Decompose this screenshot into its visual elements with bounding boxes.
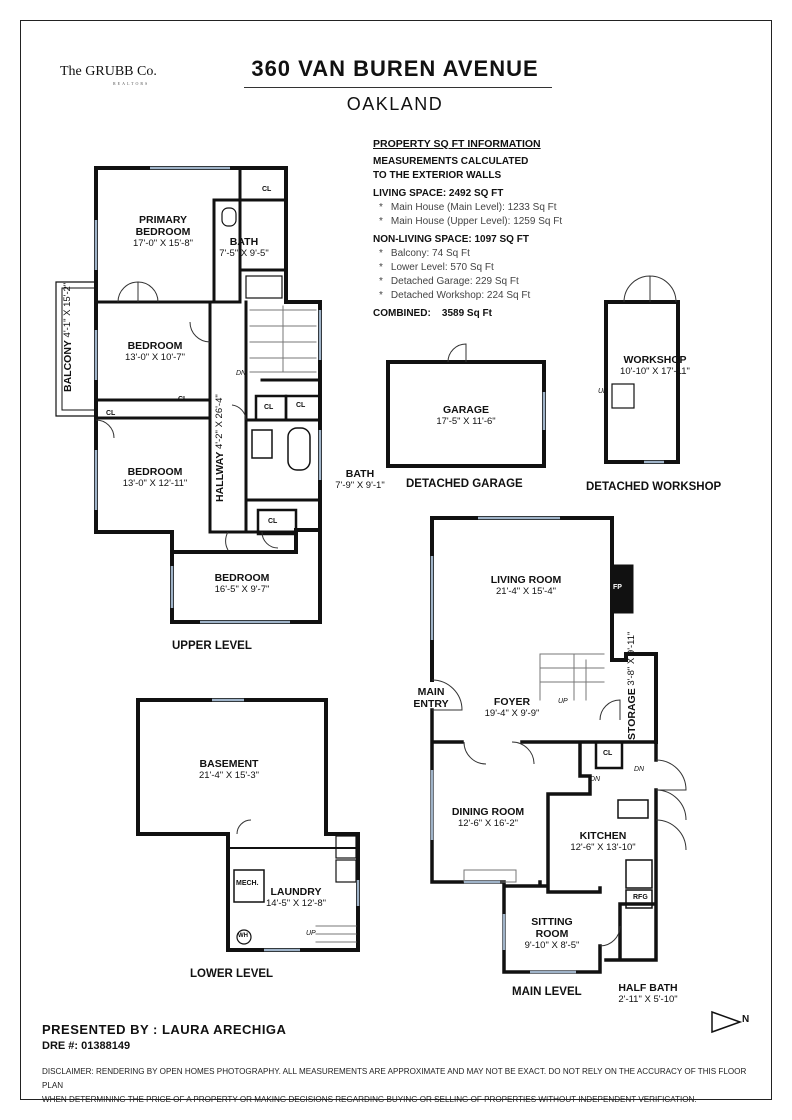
living-item: *Main House (Main Level): 1233 Sq Ft [379, 202, 557, 213]
closet-label: CL [296, 402, 306, 409]
calc-note-line1: MEASUREMENTS CALCULATED [373, 156, 529, 167]
upper-level-label: UPPER LEVEL [172, 640, 252, 652]
property-address-title: 360 VAN BUREN AVENUE [251, 56, 539, 81]
workshop-wall [604, 300, 680, 464]
room-primary-bedroom: PRIMARY BEDROOM 17'-0" X 15'-8" [132, 214, 193, 249]
nonliving-item: *Balcony: 74 Sq Ft [379, 248, 470, 259]
closet-label: CL [262, 186, 272, 193]
main-fp [610, 564, 634, 614]
room-bedroom-2: BEDROOM 13'-0" X 12'-11" [122, 466, 188, 489]
room-sitting-room: SITTING ROOM 9'-10" X 8'-5" [524, 916, 580, 951]
nonliving-item: *Detached Workshop: 224 Sq Ft [379, 290, 531, 301]
nonliving-item: *Lower Level: 570 Sq Ft [379, 262, 494, 273]
detached-garage-label: DETACHED GARAGE [406, 478, 523, 490]
room-bath-upper-1: BATH 7'-5" X 9'-5" [219, 236, 269, 259]
stair-down-label: DN [590, 776, 601, 783]
page-frame [20, 20, 772, 1100]
sqft-info-panel: PROPERTY SQ FT INFORMATION MEASUREMENTS … [373, 137, 563, 321]
closet-label: CL [106, 410, 116, 417]
room-hallway: HALLWAY 4'-2" X 26'-4" [214, 394, 226, 502]
room-kitchen: KITCHEN 12'-6" X 13'-10" [570, 830, 636, 853]
room-bedroom-3: BEDROOM 16'-5" X 9'-7" [214, 572, 270, 595]
stair-down-label: DN [236, 370, 247, 377]
workshop-stair-up-label: UP [598, 388, 608, 395]
company-logo: The GRUBB Co. REALTORS [60, 64, 157, 86]
living-space-total: LIVING SPACE: 2492 SQ FT [373, 188, 504, 199]
north-label: N [742, 1014, 750, 1025]
fireplace-label: FP [613, 584, 622, 591]
stair-down-label: DN [634, 766, 645, 773]
dre-number: DRE #: 01388149 [42, 1040, 131, 1052]
nonliving-item: *Detached Garage: 229 Sq Ft [379, 276, 519, 287]
mechanical-label: MECH. [236, 880, 259, 887]
room-storage: STORAGE 3'-8" X 9'-11" [626, 631, 638, 740]
stair-up-label: UP [306, 930, 316, 937]
main-level-label: MAIN LEVEL [512, 986, 582, 998]
non-living-space-total: NON-LIVING SPACE: 1097 SQ FT [373, 234, 529, 245]
room-laundry: LAUNDRY 14'-5" X 12'-8" [265, 886, 326, 909]
title-divider [244, 87, 552, 88]
closet-label: CL [268, 518, 278, 525]
property-city: OAKLAND [346, 94, 444, 114]
presented-by: PRESENTED BY : LAURA ARECHIGA [42, 1022, 287, 1037]
north-arrow-icon [711, 1010, 743, 1034]
room-balcony: BALCONY 4'-1" X 15'-2" [62, 282, 74, 392]
room-dining-room: DINING ROOM 12'-6" X 16'-2" [451, 806, 525, 829]
room-workshop: WORKSHOP 10'-10" X 17'-11" [620, 354, 690, 377]
logo-text: The GRUBB Co. [60, 64, 157, 79]
calc-note-line2: TO THE EXTERIOR WALLS [373, 170, 502, 181]
balcony-outline [55, 281, 97, 417]
room-half-bath: HALF BATH 2'-11" X 5'-10" [618, 982, 678, 1005]
refrigerator-label: RFG [633, 894, 648, 901]
lower-outer-wall [136, 698, 360, 952]
stair-up-label: UP [558, 698, 568, 705]
room-living-room: LIVING ROOM 21'-4" X 15'-4" [490, 574, 562, 597]
closet-label: CL [603, 750, 613, 757]
room-basement: BASEMENT 21'-4" X 15'-3" [198, 758, 259, 781]
closet-label: CL [264, 404, 274, 411]
detached-workshop-label: DETACHED WORKSHOP [586, 481, 722, 493]
closet-label: CL [178, 396, 188, 403]
combined-total: COMBINED: 3589 Sq Ft [373, 308, 492, 319]
sqft-heading: PROPERTY SQ FT INFORMATION [373, 138, 541, 150]
room-garage: GARAGE 17'-5" X 11'-6" [436, 404, 496, 427]
room-bath-upper-2: BATH 7'-9" X 9'-1" [335, 468, 385, 491]
room-foyer: FOYER 19'-4" X 9'-9" [484, 696, 540, 719]
lower-level-label: LOWER LEVEL [190, 968, 274, 980]
logo-subtext: REALTORS [113, 81, 150, 86]
main-entry-label: MAIN ENTRY [413, 686, 449, 710]
room-bedroom-1: BEDROOM 13'-0" X 10'-7" [124, 340, 185, 363]
water-heater-label: WH [238, 933, 248, 939]
living-item: *Main House (Upper Level): 1259 Sq Ft [379, 216, 563, 227]
disclaimer: DISCLAIMER: RENDERING BY OPEN HOMES PHOT… [42, 1067, 747, 1104]
